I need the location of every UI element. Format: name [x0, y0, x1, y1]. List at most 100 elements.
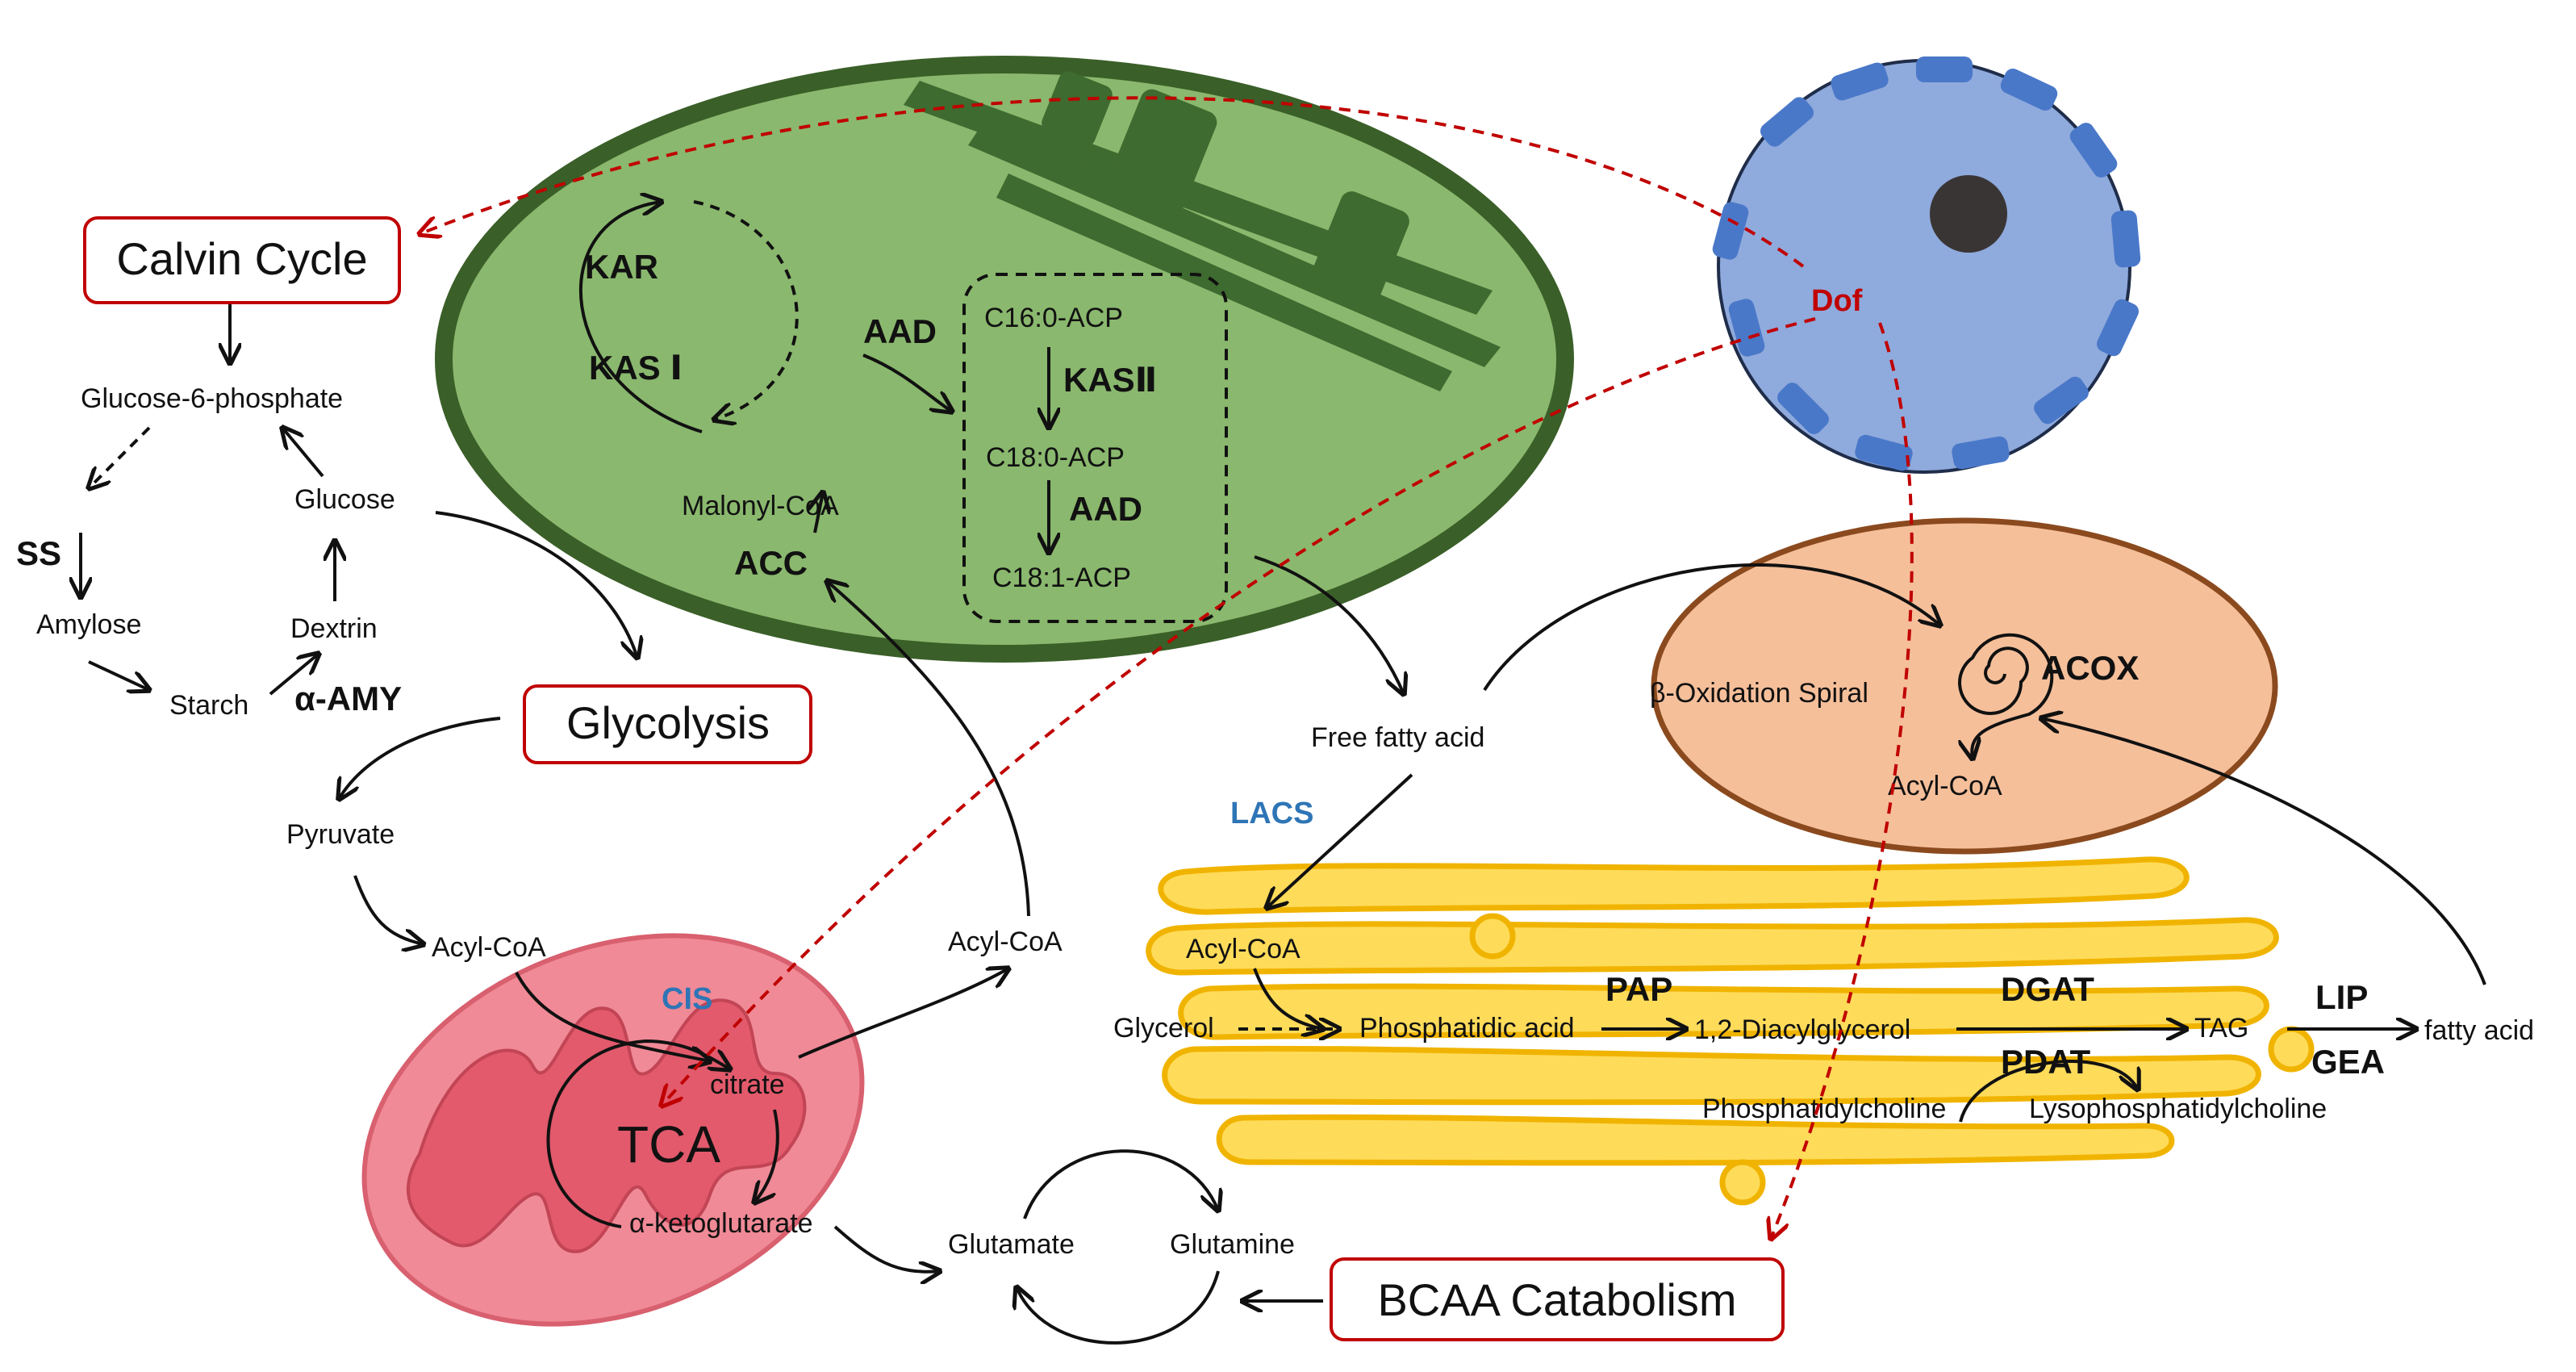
dgat-label: DGAT: [2001, 970, 2094, 1008]
peroxisome: β-Oxidation Spiral ACOX Acyl-CoA: [1650, 517, 2278, 855]
er-vesicle-1: [1469, 913, 1516, 960]
lip-label: LIP: [2315, 978, 2368, 1016]
er-acyl-coa-label: Acyl-CoA: [1186, 934, 1301, 964]
glutamine-to-glutamate-arrow: [1017, 1270, 1220, 1345]
er-cisterna-5: [1216, 1114, 2175, 1166]
kar-label: KAR: [585, 248, 658, 286]
amylose-to-starch-arrow: [88, 660, 149, 690]
phosphatidylcholine-label: Phosphatidylcholine: [1702, 1094, 1946, 1124]
malonyl-to-cycle-arrow: [815, 492, 823, 533]
free-fatty-acid-label: Free fatty acid: [1311, 722, 1484, 753]
kas-cycle-right-arrow: [693, 200, 799, 420]
dof-to-calvin-arrow: [420, 96, 1805, 268]
beta-oxidation-spiral-icon: [1958, 633, 2054, 759]
glutamine-label: Glutamine: [1170, 1229, 1295, 1260]
nucleolus: [1930, 175, 2007, 253]
starch-to-dextrin-arrow: [269, 654, 319, 696]
starch-metabolism: Glucose-6-phosphate Glucose SS Amylose D…: [16, 303, 637, 721]
lacs-label: LACS: [1230, 797, 1313, 830]
gea-label: GEA: [2311, 1043, 2385, 1081]
fatty-acid-label: fatty acid: [2424, 1015, 2534, 1046]
tag-label: TAG: [2194, 1013, 2248, 1044]
er-acyl-coa-to-pa-arrow: [1253, 968, 1323, 1029]
ffa-to-spiral-arrow: [1483, 563, 1940, 692]
pyruvate-label: Pyruvate: [286, 819, 395, 850]
ffa-to-acyl-coa-arrow: [1267, 773, 1413, 908]
glucose-6-phosphate-label: Glucose-6-phosphate: [81, 383, 343, 414]
citrate-to-acyl-coa-arrow: [798, 968, 1008, 1059]
er-cisterna-3: [1178, 983, 2269, 1040]
er-vesicle-3: [1719, 1159, 1766, 1206]
kas2-label: KASⅡ: [1063, 361, 1157, 399]
chloroplast: KAR KAS Ⅰ AAD C16:0-ACP KASⅡ C18:0-ACP A…: [435, 56, 1574, 663]
mitochondrion: CIS citrate TCA α-ketoglutarate: [361, 933, 865, 1327]
pap-label: PAP: [1605, 970, 1672, 1008]
glycerol-label: Glycerol: [1113, 1013, 1214, 1044]
acyl-coa-glycolysis-label: Acyl-CoA: [432, 932, 546, 963]
citrate-label: citrate: [710, 1069, 785, 1100]
er-labels: Acyl-CoA Glycerol Phosphatidic acid PAP …: [1113, 934, 2534, 1124]
cis-label: CIS: [662, 982, 712, 1016]
acyl-coa-to-citrate-arrow: [515, 972, 710, 1061]
calvin-cycle-label: Calvin Cycle: [116, 233, 367, 284]
amylose-label: Amylose: [36, 609, 141, 640]
peroxisome-acyl-coa-label: Acyl-CoA: [1888, 771, 2002, 801]
er-cisterna-2: [1146, 917, 2279, 976]
er-cisterna-1: [1158, 856, 2190, 915]
er-vesicle-2: [2268, 1026, 2315, 1073]
beta-oxidation-spiral-label: β-Oxidation Spiral: [1650, 678, 1868, 709]
dof-regulation-arrows: [420, 96, 1914, 1239]
glucose-label: Glucose: [294, 484, 395, 515]
dof-to-bcaa-arrow: [1771, 322, 1914, 1239]
acyl-coa-to-malonyl-arrow: [827, 581, 1030, 917]
chloroplast-body: [435, 56, 1574, 663]
pyruvate-to-acyl-coa-arrow: [353, 875, 424, 944]
aad-top-label: AAD: [863, 312, 937, 350]
glucose-to-glycolysis-arrow: [435, 511, 637, 658]
calvin-cycle-box: Calvin Cycle: [83, 216, 401, 304]
kas1-label: KAS Ⅰ: [589, 349, 683, 387]
aad-mid-label: AAD: [1069, 490, 1142, 528]
mito-acyl-coa-label: Acyl-CoA: [948, 927, 1063, 957]
alpha-amy-label: α-AMY: [294, 680, 402, 717]
glycolysis-path: Pyruvate Acyl-CoA: [286, 492, 1030, 1061]
fatty-acid-to-peroxisome-arrow: [2041, 718, 2486, 985]
bcaa-catabolism-box: BCAA Catabolism: [1330, 1257, 1785, 1341]
aad-arrow: [862, 353, 952, 412]
acc-label: ACC: [734, 544, 808, 582]
bcaa-catabolism-label: BCAA Catabolism: [1377, 1274, 1736, 1325]
fatty-acid-elongation-box: [962, 273, 1228, 623]
nucleus: Dof: [1712, 56, 2141, 474]
tca-cycle-right-arrow: [754, 1109, 779, 1203]
lipid-path: Free fatty acid LACS: [1230, 555, 2486, 1123]
glycolysis-label: Glycolysis: [566, 697, 770, 748]
kas-cycle-left-arrow: [578, 202, 703, 433]
dextrin-label: Dextrin: [290, 613, 378, 644]
g6p-to-ss-arrow: [89, 426, 151, 488]
alpha-ketoglutarate-label: α-ketoglutarate: [629, 1208, 813, 1239]
peroxisome-body: [1651, 517, 2278, 855]
glycolysis-box: Glycolysis: [523, 684, 812, 764]
elongation-to-ffa-arrow: [1254, 555, 1404, 694]
lysophosphatidylcholine-label: Lysophosphatidylcholine: [2029, 1094, 2327, 1124]
c18-1-acp-label: C18:1-ACP: [992, 563, 1131, 593]
thylakoid-stack: [904, 71, 1501, 391]
malonyl-coa-label: Malonyl-CoA: [682, 491, 839, 521]
glutamate-to-glutamine-arrow: [1023, 1149, 1218, 1219]
nuclear-pores: [1712, 56, 2141, 471]
glucose-to-g6p-arrow: [282, 428, 324, 478]
c18-0-acp-label: C18:0-ACP: [986, 442, 1125, 473]
dof-to-tca-arrow: [662, 317, 1816, 1106]
diacylglycerol-label: 1,2-Diacylglycerol: [1694, 1014, 1910, 1045]
acox-label: ACOX: [2041, 649, 2139, 687]
tca-label: TCA: [617, 1115, 720, 1173]
akg-to-glutamate-arrow: [833, 1225, 940, 1272]
glutamate-label: Glutamate: [948, 1229, 1075, 1260]
ss-label: SS: [16, 534, 61, 572]
c16-acp-label: C16:0-ACP: [984, 303, 1123, 333]
starch-label: Starch: [169, 690, 248, 721]
amino-acid-cycle: Glutamate Glutamine: [833, 1149, 1323, 1345]
glycolysis-to-pyruvate-arrow: [339, 717, 501, 799]
pc-to-lpc-arrow: [1959, 1060, 2138, 1123]
